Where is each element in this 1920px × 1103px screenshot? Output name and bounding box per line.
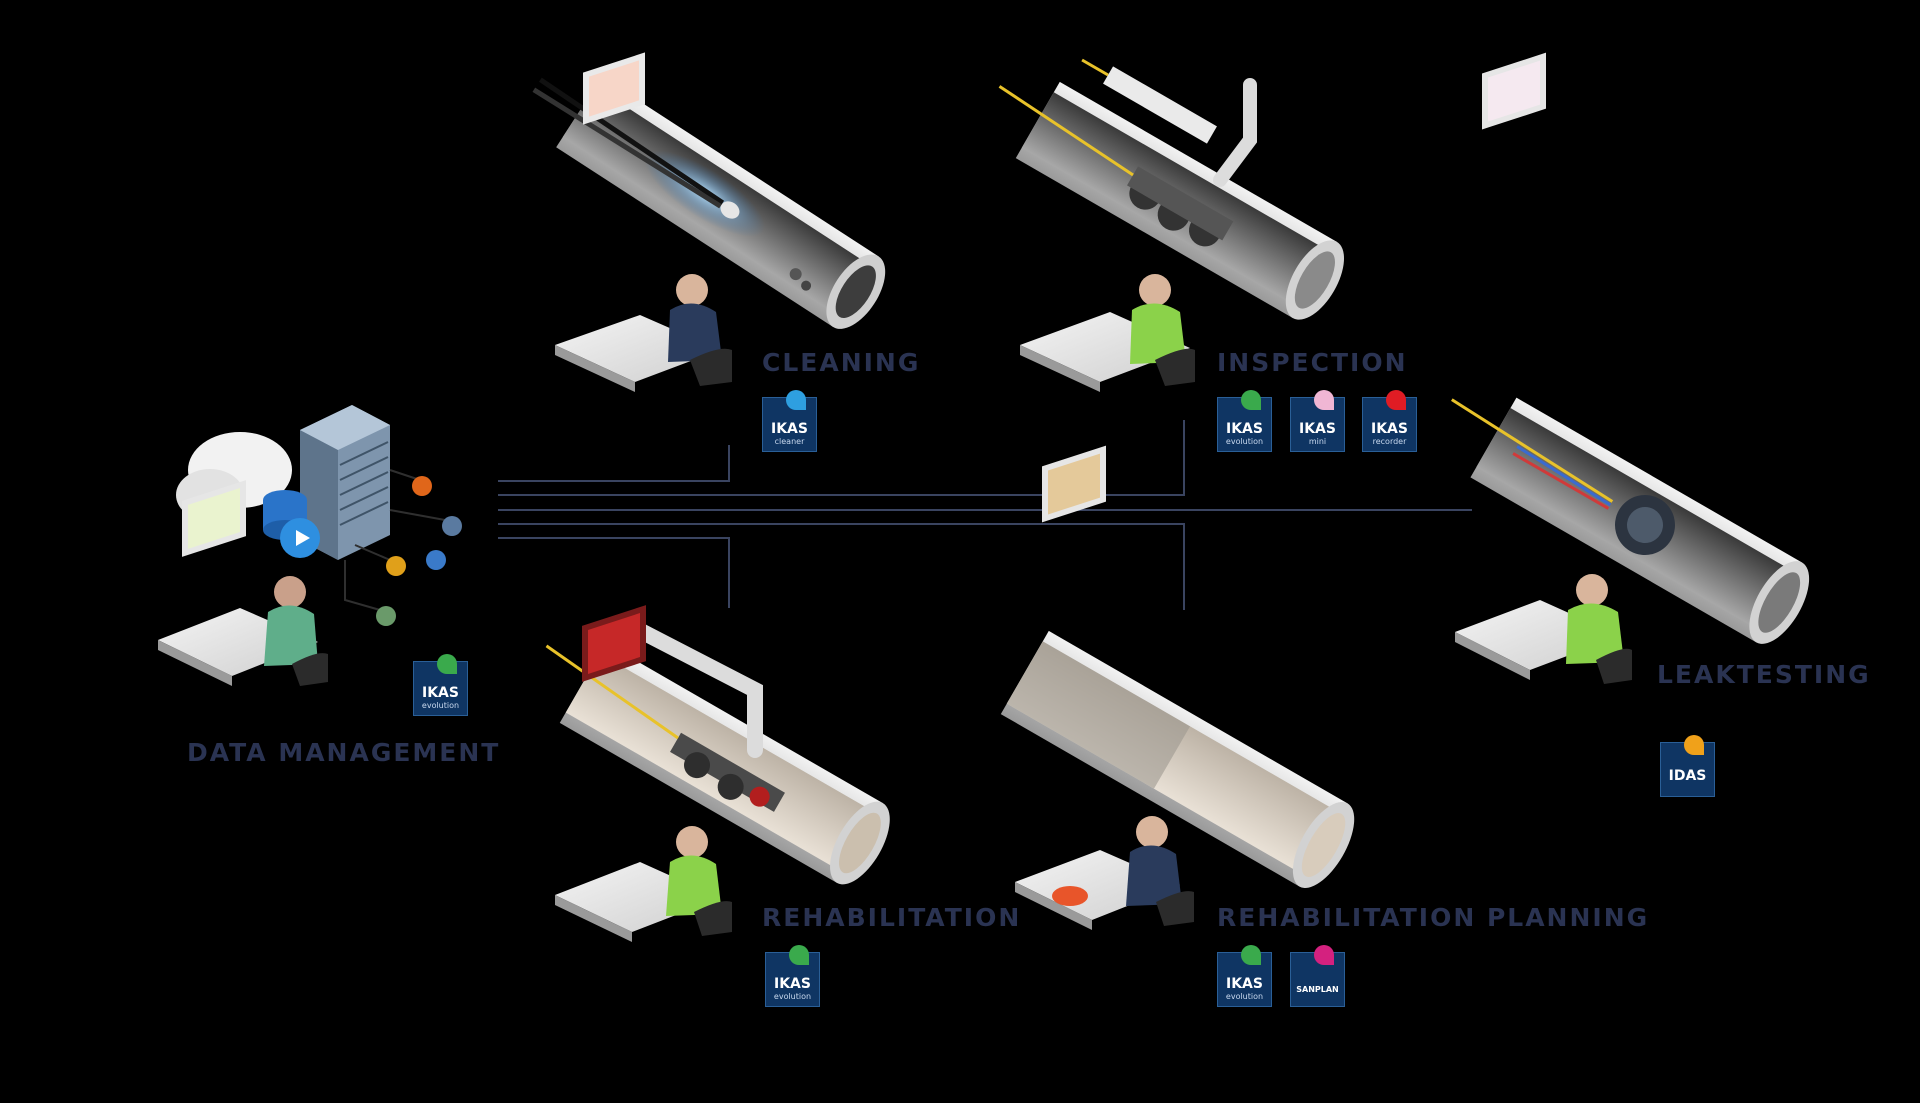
badge-brand: IKAS xyxy=(1371,421,1408,437)
data-management-label: DATA MANAGEMENT xyxy=(187,738,501,767)
badge-brand: IKAS xyxy=(422,685,459,701)
inspection-illustration xyxy=(998,58,1345,392)
badge-sub: mini xyxy=(1308,437,1327,446)
rehab-planning-illustration xyxy=(1000,445,1355,930)
badge-sub: evolution xyxy=(1225,992,1264,1001)
connector-lines xyxy=(498,420,1472,610)
product-dot-icon xyxy=(1386,390,1406,410)
rehabilitation-illustration xyxy=(545,605,890,942)
connector-to-inspection xyxy=(498,420,1185,496)
product-dot-icon xyxy=(786,390,806,410)
idas-badge[interactable]: IDAS xyxy=(1660,735,1715,797)
product-dot-icon xyxy=(789,945,809,965)
leaktesting-label: LEAKTESTING xyxy=(1657,660,1871,689)
sanplan-badge[interactable]: SANPLAN xyxy=(1290,945,1345,1007)
connector-to-rehab-planning xyxy=(498,523,1185,610)
data-management-illustration xyxy=(158,405,462,686)
product-dot-icon xyxy=(1314,945,1334,965)
rehabilitation-label: REHABILITATION xyxy=(762,903,1022,932)
badge-sub: cleaner xyxy=(774,437,805,446)
badge-brand: IDAS xyxy=(1668,768,1707,784)
ikas-cleaner-badge[interactable]: IKAS cleaner xyxy=(762,390,817,452)
product-dot-icon xyxy=(437,654,457,674)
ikas-evolution-badge[interactable]: IKAS evolution xyxy=(765,945,820,1007)
badge-brand: IKAS xyxy=(774,976,811,992)
product-dot-icon xyxy=(1241,945,1261,965)
cleaning-label: CLEANING xyxy=(762,348,921,377)
badge-sub: recorder xyxy=(1372,437,1407,446)
badge-sub: evolution xyxy=(421,701,460,710)
ikas-recorder-badge[interactable]: IKAS recorder xyxy=(1362,390,1417,452)
inspection-label: INSPECTION xyxy=(1217,348,1408,377)
badge-sub: evolution xyxy=(1225,437,1264,446)
connector-to-rehabilitation xyxy=(498,537,730,608)
ikas-evolution-badge[interactable]: IKAS evolution xyxy=(1217,390,1272,452)
ikas-mini-badge[interactable]: IKAS mini xyxy=(1290,390,1345,452)
badge-brand: IKAS xyxy=(1299,421,1336,437)
badge-brand: SANPLAN xyxy=(1296,985,1339,994)
badge-brand: IKAS xyxy=(1226,421,1263,437)
leaktesting-illustration xyxy=(1451,52,1810,684)
product-dot-icon xyxy=(1684,735,1704,755)
badge-brand: IKAS xyxy=(771,421,808,437)
cleaning-illustration xyxy=(532,52,886,392)
product-dot-icon xyxy=(1314,390,1334,410)
badge-sub: evolution xyxy=(773,992,812,1001)
rehab-planning-label: REHABILITATION PLANNING xyxy=(1217,903,1650,932)
ikas-evolution-badge[interactable]: IKAS evolution xyxy=(1217,945,1272,1007)
badge-brand: IKAS xyxy=(1226,976,1263,992)
ikas-evolution-badge[interactable]: IKAS evolution xyxy=(413,654,468,716)
product-dot-icon xyxy=(1241,390,1261,410)
connector-to-cleaning xyxy=(498,445,730,482)
